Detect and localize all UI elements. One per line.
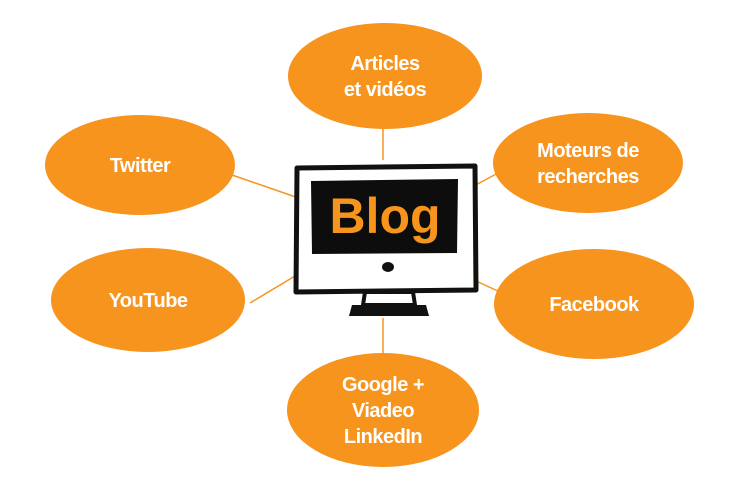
- monitor-icon: Blog: [293, 163, 479, 316]
- node-ellipse: [288, 23, 482, 129]
- node-label: Google +: [342, 374, 424, 396]
- node-label: Twitter: [110, 155, 171, 177]
- node-articles: Articles et vidéos: [288, 23, 482, 129]
- node-label: recherches: [537, 166, 639, 188]
- node-label: Facebook: [549, 294, 640, 316]
- node-ellipse: [51, 248, 245, 352]
- node-label: YouTube: [108, 290, 187, 312]
- node-label: LinkedIn: [344, 426, 422, 448]
- node-ellipse: [45, 115, 235, 215]
- node-ellipse: [494, 249, 694, 359]
- node-label: Articles: [350, 53, 420, 75]
- node-label: Viadeo: [352, 400, 414, 422]
- node-ellipse: [287, 353, 479, 467]
- node-youtube: YouTube: [51, 248, 245, 352]
- node-facebook: Facebook: [494, 249, 694, 359]
- node-twitter: Twitter: [45, 115, 235, 215]
- node-ellipse: [493, 113, 683, 213]
- node-label: Moteurs de: [537, 140, 639, 162]
- center-label: Blog: [329, 188, 440, 244]
- node-moteurs: Moteurs de recherches: [493, 113, 683, 213]
- node-label: et vidéos: [344, 79, 427, 101]
